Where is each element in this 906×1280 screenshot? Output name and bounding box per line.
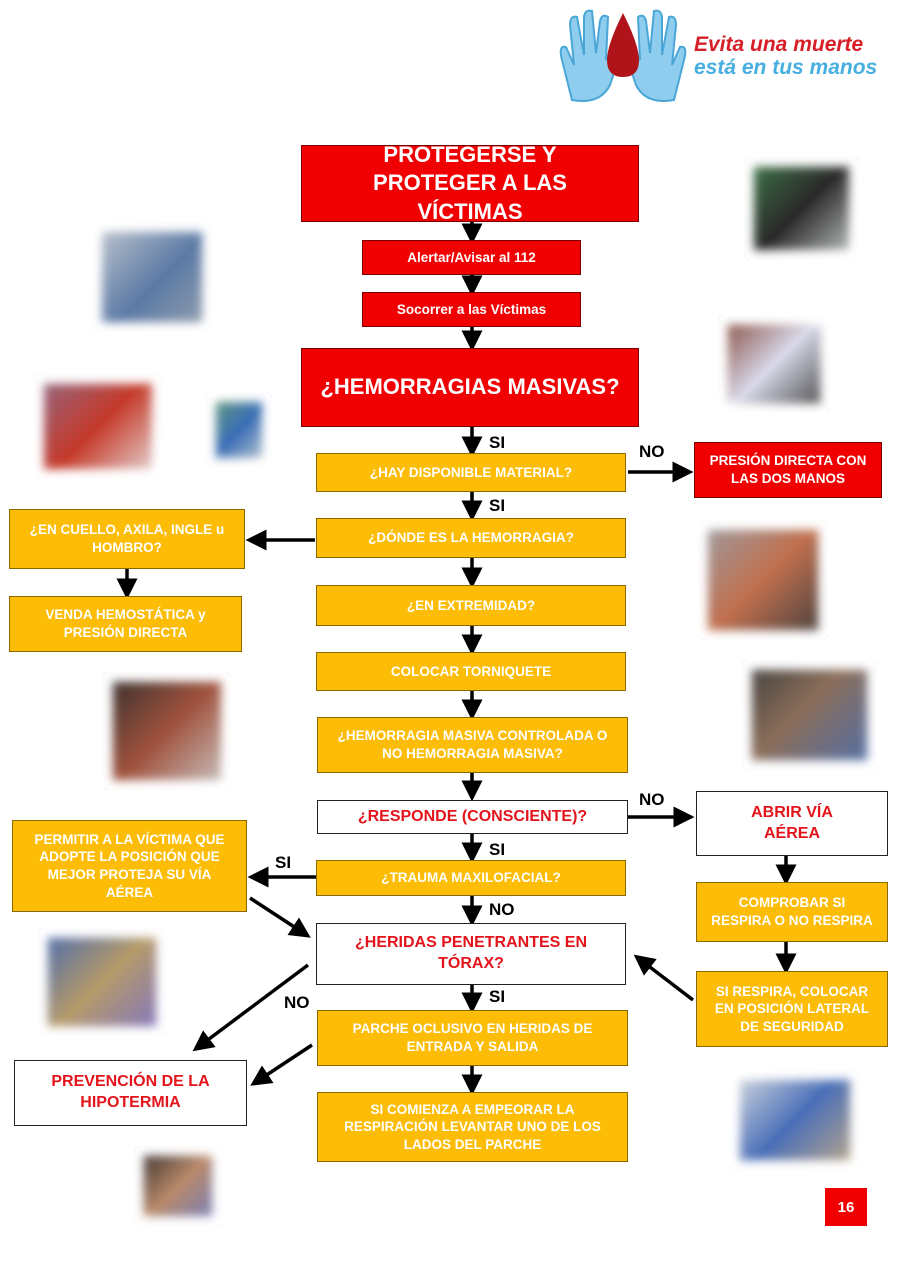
box-protegerse: PROTEGERSE Y PROTEGER A LAS VÍCTIMAS [301,142,639,224]
logo-line1: Evita una muerte [694,33,864,56]
label-no: NO [639,442,665,461]
arrow [192,963,310,1052]
label-no: NO [489,900,515,919]
box-si-respira: SI RESPIRA, COLOCAR EN POSICIÓN LATERAL … [696,971,888,1047]
photo-tourniquet [698,520,828,640]
box-presion-manos: PRESIÓN DIRECTA CON LAS DOS MANOS [694,442,882,498]
photo-chest-seal [38,928,166,1036]
box-cuello: ¿EN CUELLO, AXILA, INGLE u HOMBRO? [9,509,245,569]
box-donde: ¿DÓNDE ES LA HEMORRAGIA? [316,518,626,558]
box-trauma: ¿TRAUMA MAXILOFACIAL? [316,860,626,896]
photo-head-injury [103,672,231,790]
photo-recovery-position [730,1070,860,1170]
label-si: SI [489,496,506,515]
box-material: ¿HAY DISPONIBLE MATERIAL? [316,453,626,492]
box-extremidad: ¿EN EXTREMIDAD? [316,585,626,626]
label-no: NO [639,790,665,809]
box-torniquete: COLOCAR TORNIQUETE [316,652,626,691]
logo-line2: está en tus manos [694,56,878,79]
box-abrir: ABRIR VÍA AÉREA [696,791,888,856]
photo-direct-pressure [718,315,830,413]
photo-hypothermia [134,1146,222,1226]
box-heridas: ¿HERIDAS PENETRANTES EN TÓRAX? [316,923,626,985]
label-si: SI [489,840,506,859]
box-permitir: PERMITIR A LA VÍCTIMA QUE ADOPTE LA POSI… [12,820,247,912]
box-comprobar: COMPROBAR SI RESPIRA O NO RESPIRA [696,882,888,942]
photo-wound-gloves [34,374,162,479]
box-socorrer: Socorrer a las Víctimas [362,292,581,327]
box-empeorar: SI COMIENZA A EMPEORAR LA RESPIRACIÓN LE… [317,1092,628,1162]
arrow [633,954,695,1002]
box-hemorragias: ¿HEMORRAGIAS MASIVAS? [301,348,639,427]
logo-hands-icon [559,9,687,102]
label-si: SI [489,987,506,1006]
label-no: NO [284,993,310,1012]
box-hipotermia: PREVENCIÓN DE LA HIPOTERMIA [14,1060,247,1126]
box-alertar: Alertar/Avisar al 112 [362,240,581,275]
arrow [249,896,311,938]
box-venda: VENDA HEMOSTÁTICA y PRESIÓN DIRECTA [9,596,242,652]
box-controlada: ¿HEMORRAGIA MASIVA CONTROLADA O NO HEMOR… [317,717,628,773]
arrow [250,1043,313,1086]
photo-first-aid-kit [206,392,272,468]
box-responde: ¿RESPONDE (CONSCIENTE)? [317,800,628,834]
photo-victim-floor [92,222,212,332]
label-si: SI [275,853,292,872]
box-parche: PARCHE OCLUSIVO EN HERIDAS DE ENTRADA Y … [317,1010,628,1066]
label-si: SI [489,433,506,452]
page-number: 16 [825,1188,867,1226]
photo-phone-call [744,157,859,260]
photo-airway [742,660,877,770]
